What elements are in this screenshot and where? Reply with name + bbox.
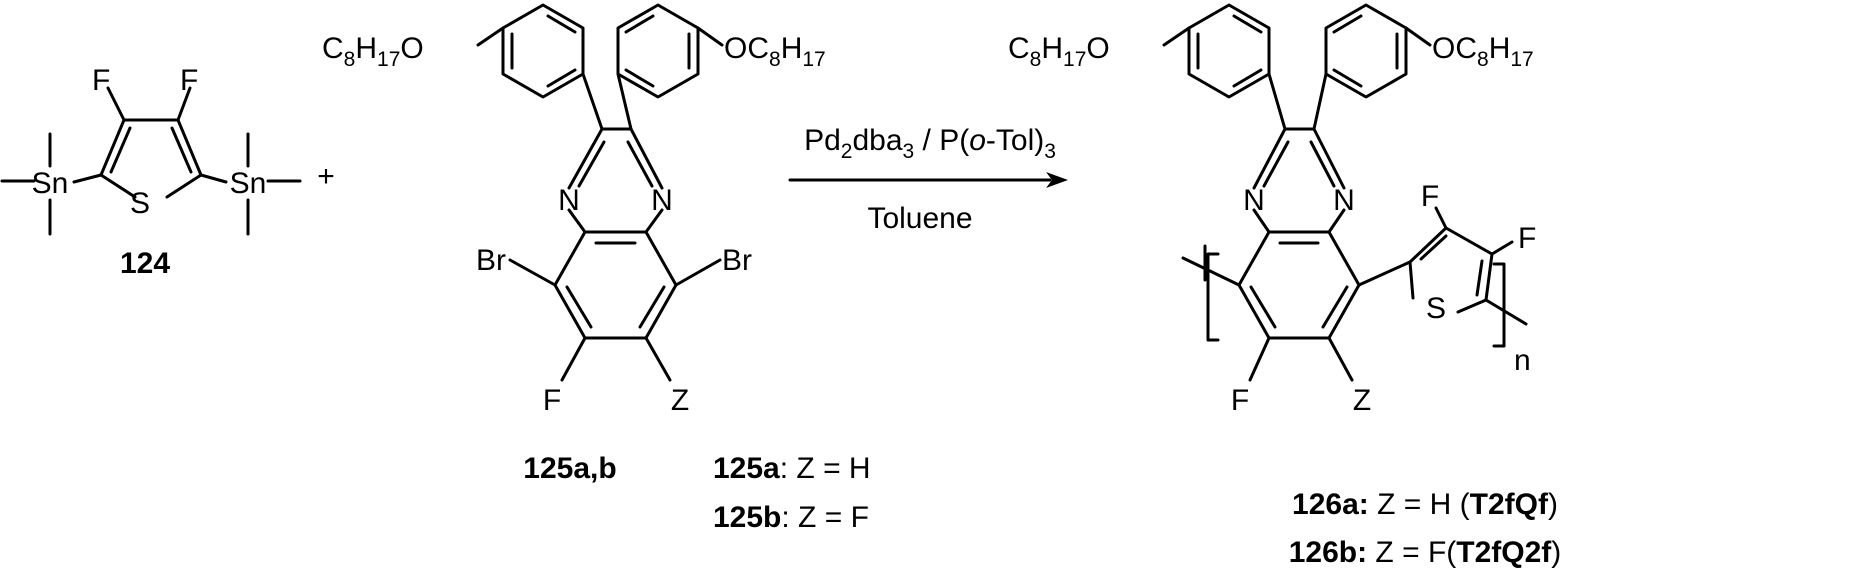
aryl-double-bond [624,14,655,34]
aryl-double-bond [546,68,577,88]
alkoxy-label: OC8H17 [1432,32,1534,71]
compound-label-124: 124 [120,247,170,280]
catalyst-label: Pd2dba3 / P(o-Tol)3 [804,124,1056,163]
fluorine-atom: F [1421,180,1439,213]
alkoxy-label: C8H17O [1008,32,1110,71]
aryl-double-bond [1332,14,1363,34]
nitrogen-atom: N [1333,184,1355,217]
benzo-double-bond [1321,285,1349,329]
fluorine-atom: F [1518,222,1536,255]
pyrazine-ring-bond [567,127,664,190]
c-sn-bond [72,173,103,184]
thiophene-double-bond [170,126,193,174]
variant-125b: 125b: Z = F [713,501,869,534]
c-f-bond [560,336,587,382]
c-sn-bond [199,173,228,184]
benzo-ring [553,230,678,340]
aryl-o-bond [1404,26,1432,47]
alkoxy-label: OC8H17 [724,32,826,71]
solvent-label: Toluene [867,202,972,235]
aryl-o-bond [696,26,724,47]
pyrazine-ring-bond [1252,208,1271,234]
arrow-head [1046,172,1068,188]
z-substituent: Z [1353,384,1371,417]
nitrogen-atom: N [1243,184,1265,217]
aryl-o-bond [476,26,505,47]
aryl-double-bond [1332,68,1363,88]
aryl-link-bond [616,72,633,131]
benzo-double-bond [638,285,666,329]
compound-124: F F S Sn Sn 124 [0,64,302,280]
aryl-link-bond [581,72,604,131]
tin-atom: Sn [230,167,267,200]
c-z-bond [1327,336,1354,382]
pyrazine-double-bond [577,140,606,188]
benzo-double-bond [1249,285,1277,329]
aryl-link-bond [1312,72,1328,131]
polymer-backbone-bond [1484,298,1528,326]
fluorine-atom: F [1231,384,1249,417]
fluorine-atom: F [92,64,110,97]
polymer-backbone-bond [1181,256,1241,287]
bromine-atom: Br [476,244,506,277]
aryl-ring [501,3,585,99]
c-f-bond [106,86,126,122]
polymer-backbone-bond [1357,260,1412,287]
aryl-double-bond [1232,68,1263,88]
thiophene-double-bond [1475,259,1484,297]
c-f-bond [1248,336,1271,382]
nitrogen-atom: N [558,184,580,217]
pyrazine-double-bond [1262,140,1290,188]
benzo-ring [1237,230,1361,340]
fluorine-atom: F [543,384,561,417]
pyrazine-double-bond [1309,140,1336,188]
sulfur-atom: S [130,187,150,220]
product-126: C8H17O OC8H17 N N F Z F F S n 126a: Z = … [1008,3,1562,569]
aryl-ring [616,3,700,99]
c-br-bond [674,258,722,287]
thiophene-ring-bond [99,118,203,199]
thiophene-double-bond [109,126,132,174]
aryl-link-bond [1267,72,1287,131]
alkoxy-label: C8H17O [322,32,424,71]
pyrazine-ring-bond [567,208,587,234]
repeat-unit-n: n [1514,344,1531,377]
c-z-bond [644,336,672,382]
variant-126a: 126a: Z = H (T2fQf) [1292,488,1558,521]
aryl-double-bond [1232,14,1263,34]
thiophene-double-bond [1419,234,1448,261]
aryl-double-bond [624,68,655,88]
compound-125: C8H17O OC8H17 N N Br Br F Z 125a,b 125a:… [322,3,871,534]
variant-125a: 125a: Z = H [713,452,871,485]
compound-label-125: 125a,b [523,452,616,485]
nitrogen-atom: N [651,184,673,217]
aryl-double-bond [546,14,577,34]
aryl-ring [1324,3,1408,99]
aryl-ring [1187,3,1271,99]
benzo-double-bond [565,285,593,329]
plus-sign: + [317,160,335,193]
aryl-o-bond [1162,26,1191,47]
fluorine-atom: F [180,64,198,97]
c-f-bond [1490,240,1514,256]
z-substituent: Z [671,384,689,417]
thiophene-ring-bond [1408,226,1494,314]
c-br-bond [508,258,557,287]
pyrazine-ring-bond [1252,127,1346,190]
variant-126b: 126b: Z = F(T2fQ2f) [1289,536,1562,569]
bromine-atom: Br [722,244,752,277]
pyrazine-ring-bond [1327,208,1346,234]
pyrazine-double-bond [626,140,654,188]
c-f-bond [176,86,192,122]
right-bracket [1492,262,1506,348]
tin-atom: Sn [32,167,69,200]
c-f-bond [1434,206,1448,230]
sulfur-atom: S [1426,292,1446,325]
left-bracket [1206,252,1220,342]
reaction-arrow [788,172,1068,188]
pyrazine-ring-bond [644,208,664,234]
